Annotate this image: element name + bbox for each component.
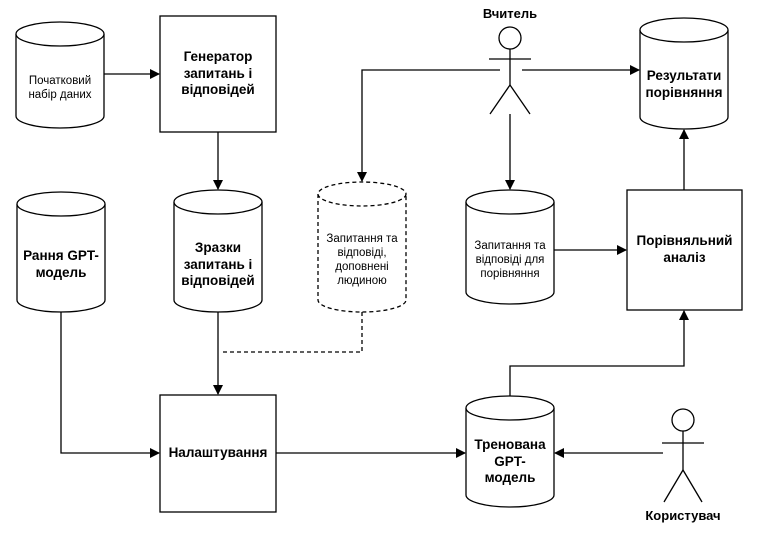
- edge-human-qa-to-finetuning: [220, 312, 363, 353]
- user-actor-icon: [662, 408, 704, 503]
- qa-generator-label: Генератор запитань і відповідей: [181, 48, 255, 98]
- qa-for-comparison-label: Запитання та відповіді для порівняння: [474, 239, 546, 280]
- qa-for-comparison-cylinder: [465, 189, 555, 305]
- trained-gpt-label: Тренована GPT-модель: [474, 436, 546, 486]
- edge-trained-to-analysis: [509, 310, 689, 396]
- qa-generator-box: [159, 15, 277, 133]
- fine-tuning-box: [159, 394, 277, 513]
- early-gpt-label: Рання GPT-модель: [23, 248, 99, 280]
- trained-gpt-cylinder: [465, 395, 555, 508]
- edge-early-gpt-to-finetuning: [60, 312, 160, 458]
- human-augmented-qa-label: Запитання та відповіді, доповнені людино…: [326, 232, 398, 288]
- user-label: Користувач: [645, 507, 721, 523]
- teacher-actor-icon: [489, 26, 531, 115]
- comparative-analysis-label: Порівняльний аналіз: [636, 233, 733, 265]
- comparative-analysis-box: [626, 189, 743, 311]
- teacher-label: Вчитель: [482, 5, 538, 21]
- comparison-results-label: Результати порівняння: [645, 68, 723, 100]
- early-gpt-cylinder: [16, 191, 106, 313]
- human-augmented-qa-cylinder: [317, 181, 407, 313]
- fine-tuning-label: Налаштування: [168, 445, 268, 461]
- initial-dataset-cylinder: [15, 21, 105, 129]
- initial-dataset-label: Початковий набір даних: [28, 74, 92, 101]
- qa-samples-label: Зразки запитань і відповідей: [181, 239, 255, 289]
- edge-teacher-to-human-qa: [357, 69, 500, 182]
